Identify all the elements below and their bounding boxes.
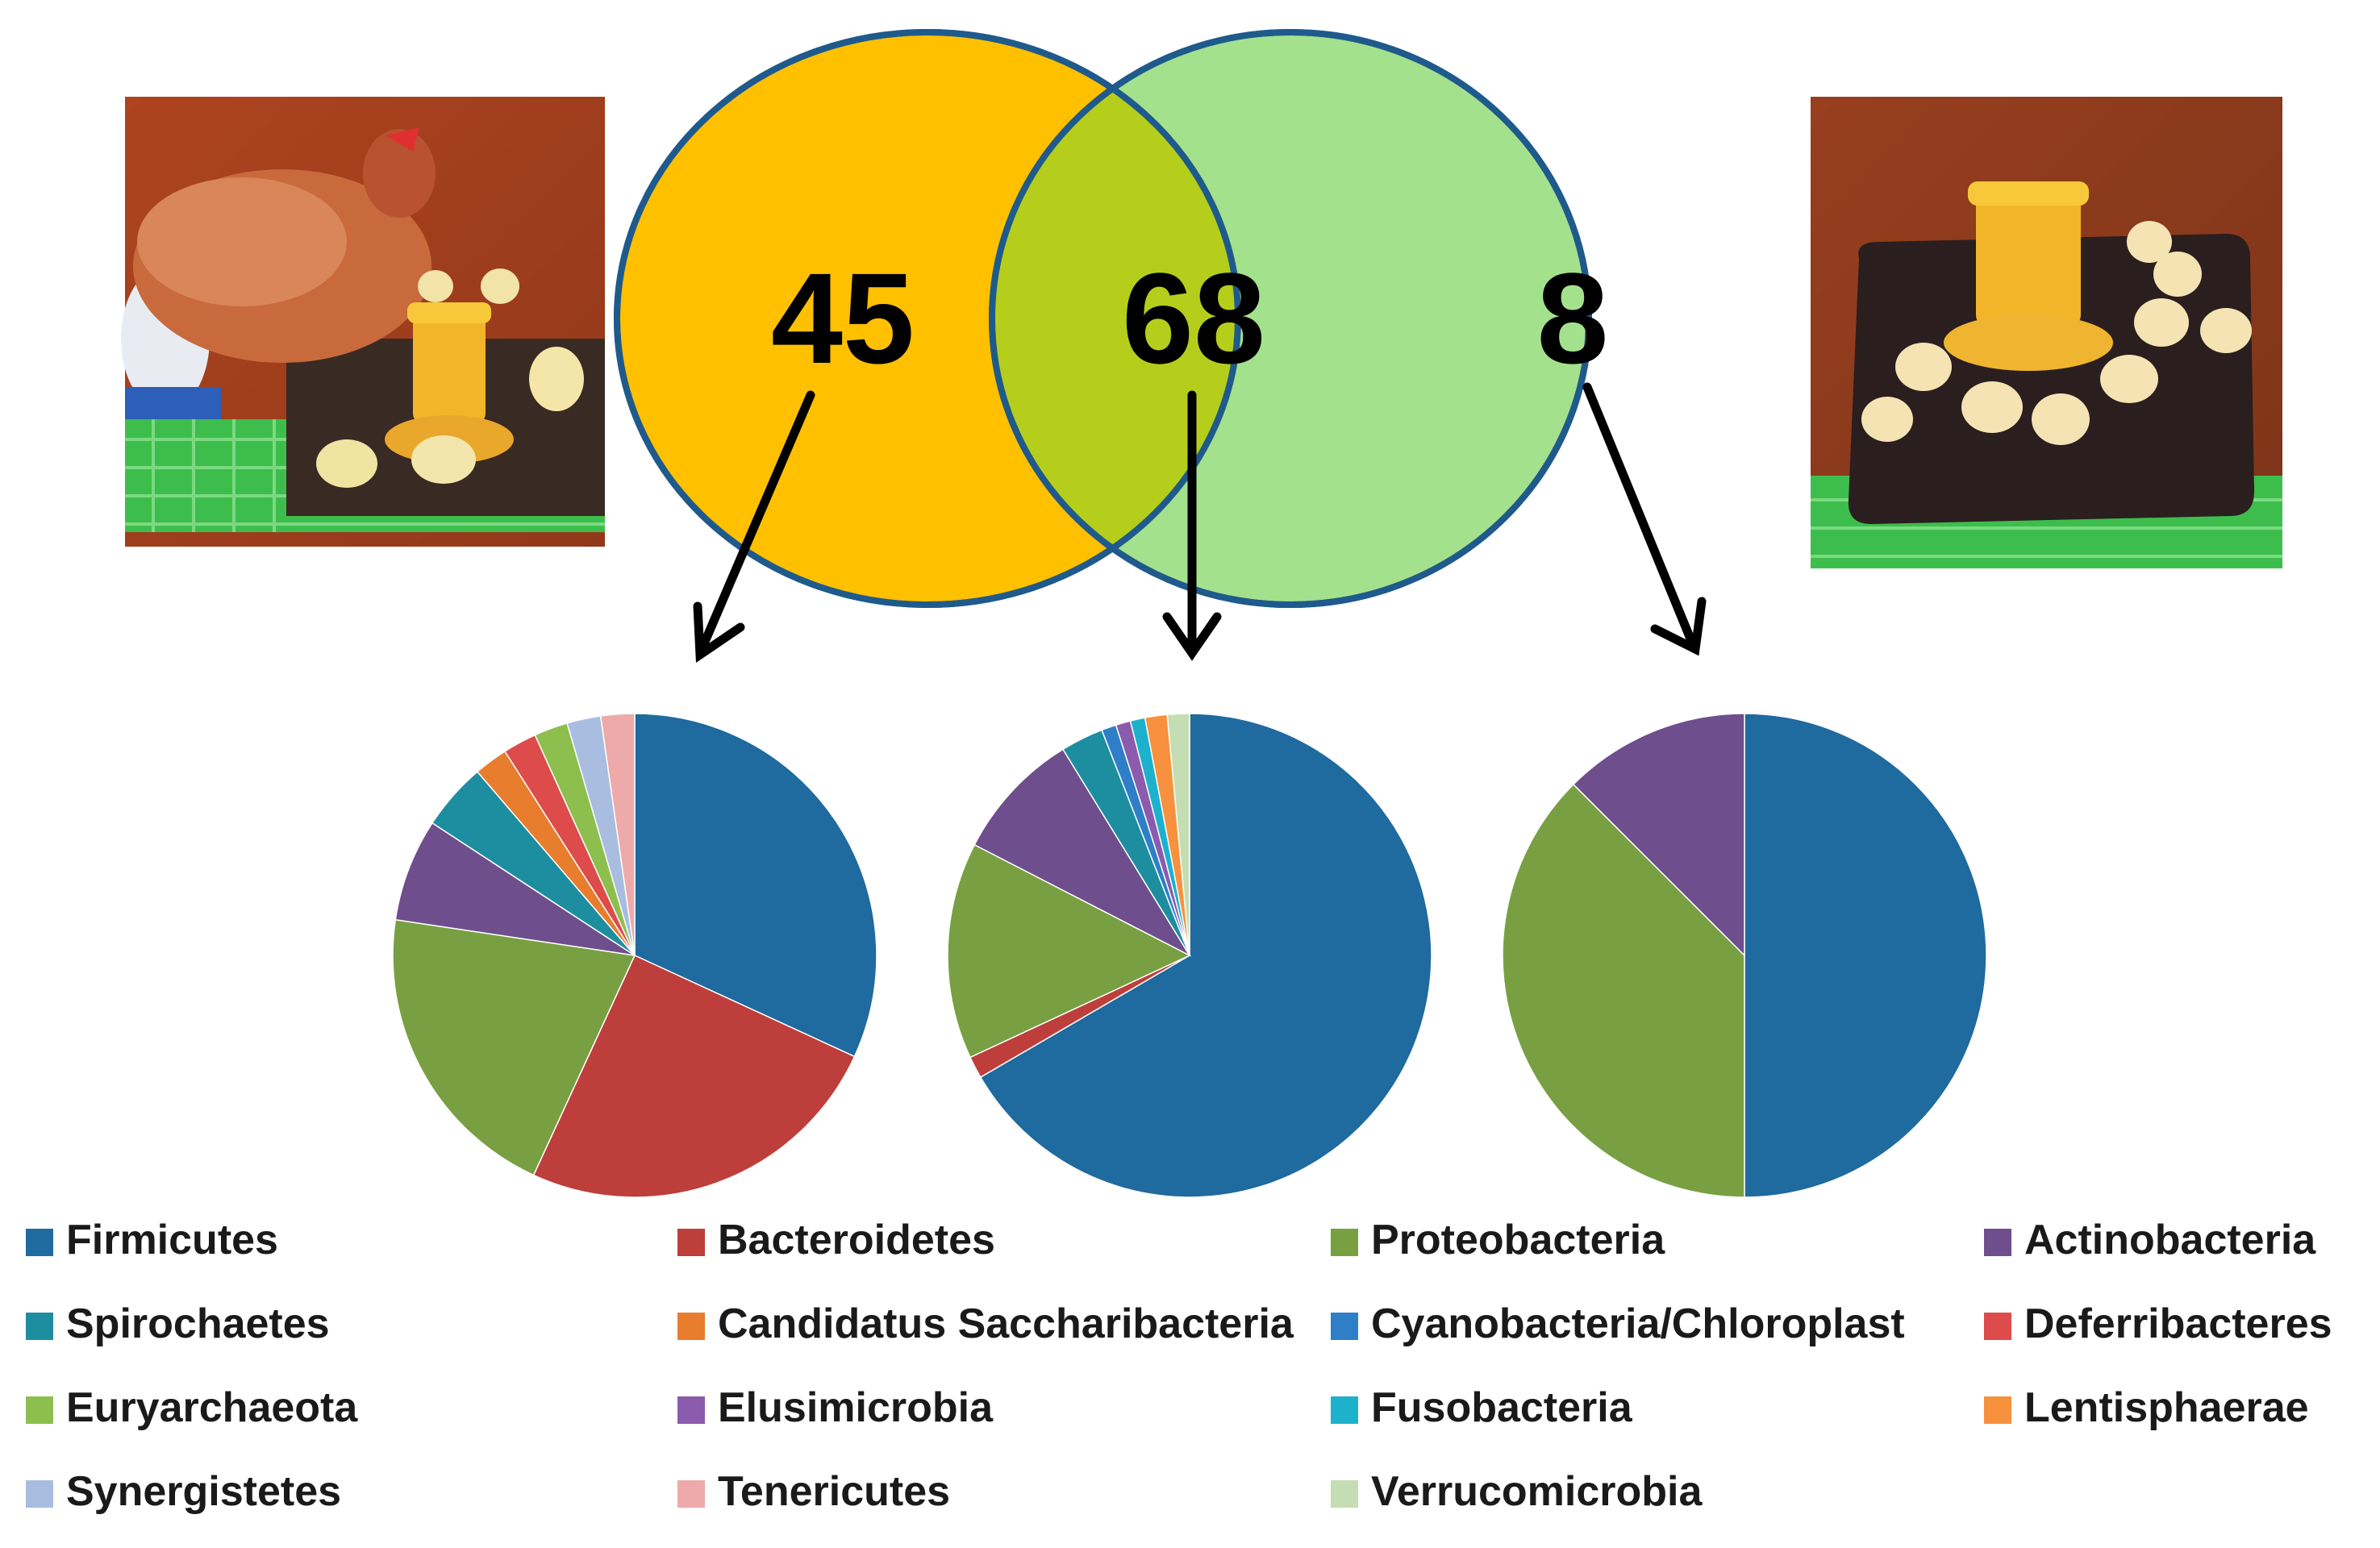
legend-item: Verrucomicrobia — [1331, 1468, 1703, 1515]
venn-diagram: 45 68 8 — [614, 29, 1609, 608]
pie-charts — [392, 713, 1987, 1198]
legend-item: Spirochaetes — [26, 1300, 330, 1347]
legend-item: Fusobacteria — [1331, 1384, 1633, 1431]
venn-overlap-region — [992, 32, 1238, 605]
legend-label: Firmicutes — [66, 1217, 278, 1263]
legend-swatch — [1331, 1396, 1358, 1424]
legend-label: Candidatus Saccharibacteria — [718, 1300, 1294, 1347]
pie-slice-verrucomicrobia — [1166, 713, 1190, 956]
legend: Firmicutes Bacteroidetes Proteobacteria Act… — [26, 1217, 2332, 1515]
legend-swatch — [677, 1480, 705, 1508]
legend-label: Euryarchaeota — [66, 1384, 358, 1431]
legend-swatch — [26, 1396, 53, 1424]
legend-item: Lentisphaerae — [1984, 1384, 2309, 1431]
legend-label: Cyanobacteria/Chloroplast — [1371, 1300, 1905, 1347]
venn-left-count: 45 — [771, 246, 915, 390]
legend-swatch — [26, 1313, 53, 1340]
pie-slice-bacteroidetes — [532, 955, 856, 1198]
venn-right-count: 8 — [1537, 246, 1609, 390]
arrow-middle — [1162, 390, 1222, 661]
legend-item: Proteobacteria — [1331, 1217, 1665, 1263]
pie-slice-firmicutes — [634, 713, 877, 1058]
legend-swatch — [26, 1229, 53, 1256]
pie-chart-45 — [392, 713, 877, 1198]
legend-swatch — [1331, 1229, 1358, 1256]
pie-slice-actinobacteria — [394, 822, 636, 956]
pie-chart-68 — [947, 713, 1432, 1198]
legend-swatch — [26, 1480, 53, 1508]
legend-item: Cyanobacteria/Chloroplast — [1331, 1300, 1905, 1347]
legend-item: Elusimicrobia — [677, 1384, 994, 1431]
legend-swatch — [1984, 1313, 2011, 1340]
legend-item: Actinobacteria — [1984, 1217, 2316, 1263]
legend-item: Euryarchaeota — [26, 1384, 358, 1431]
legend-item: Firmicutes — [26, 1217, 278, 1263]
arrow-left — [693, 390, 815, 664]
pie-slice-proteobacteria — [1502, 783, 1745, 1198]
legend-item: Synergistetes — [26, 1468, 341, 1515]
legend-swatch — [1331, 1480, 1358, 1508]
legend-label: Elusimicrobia — [718, 1384, 994, 1431]
legend-item: Bacteroidetes — [677, 1217, 995, 1263]
legend-label: Proteobacteria — [1371, 1217, 1665, 1263]
legend-swatch — [677, 1313, 705, 1340]
arrow-right — [1582, 382, 1707, 656]
legend-label: Lentisphaerae — [2024, 1384, 2309, 1431]
pie-chart-8 — [1502, 713, 1987, 1198]
legend-label: Spirochaetes — [66, 1300, 330, 1347]
legend-swatch — [677, 1229, 705, 1256]
venn-overlap-count: 68 — [1122, 246, 1265, 390]
pie-slice-actinobacteria — [973, 748, 1192, 957]
legend-label: Verrucomicrobia — [1371, 1468, 1703, 1515]
legend-label: Synergistetes — [66, 1468, 341, 1515]
legend-label: Actinobacteria — [2024, 1217, 2316, 1263]
legend-label: Tenericutes — [718, 1468, 950, 1515]
pie-slice-proteobacteria — [947, 843, 1191, 1059]
pie-slice-firmicutes — [979, 713, 1432, 1198]
pie-slice-actinobacteria — [1572, 713, 1745, 957]
legend-label: Deferribacteres — [2024, 1300, 2332, 1347]
chicks-only-photo — [1811, 97, 2282, 568]
legend-item: Tenericutes — [677, 1468, 950, 1515]
legend-label: Fusobacteria — [1371, 1384, 1633, 1431]
legend-item: Deferribacteres — [1984, 1300, 2332, 1347]
legend-swatch — [1984, 1229, 2011, 1256]
hen-with-chicks-photo — [121, 97, 605, 547]
arrows — [693, 382, 1707, 664]
legend-label: Bacteroidetes — [718, 1217, 995, 1263]
venn-left-outline — [614, 29, 1241, 608]
legend-item: Candidatus Saccharibacteria — [677, 1300, 1294, 1347]
legend-swatch — [677, 1396, 705, 1424]
legend-swatch — [1984, 1396, 2011, 1424]
pie-slice-tenericutes — [599, 713, 636, 956]
pie-slice-proteobacteria — [392, 918, 636, 1176]
legend-swatch — [1331, 1313, 1358, 1340]
pie-slice-firmicutes — [1744, 713, 1987, 1198]
venn-right-outline — [989, 29, 1592, 608]
